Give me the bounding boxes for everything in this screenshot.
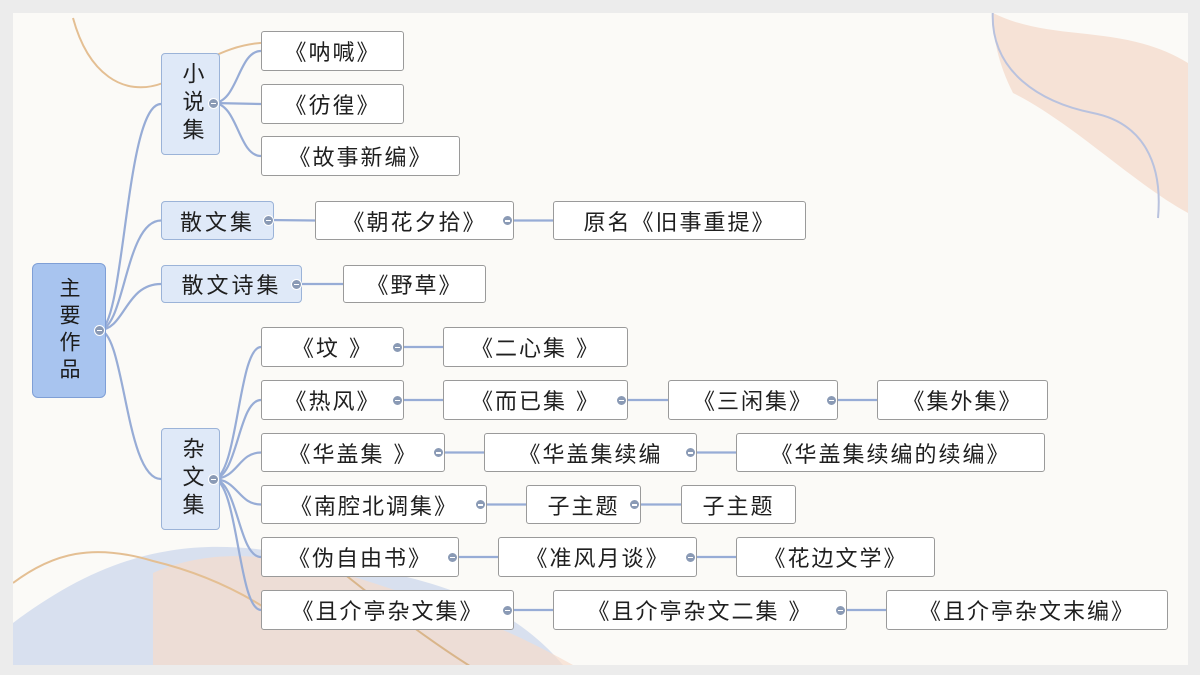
work-node-3-2-1[interactable]: 《华盖集续编 [484,433,697,472]
link-branch-fiction-row-0 [212,49,262,105]
collapse-toggle-3-2-1[interactable] [684,447,696,458]
work-node-0-2-0[interactable]: 《故事新编》 [261,136,460,176]
collapse-toggle-branch-fiction[interactable] [207,97,219,109]
collapse-toggle-branch-prose-poetry[interactable] [290,278,302,290]
work-node-3-1-2[interactable]: 《三闲集》 [668,380,838,420]
link-branch-essays-row-5 [212,477,262,612]
root-node[interactable]: 主要作品 [32,263,106,398]
collapse-toggle-3-0-0[interactable] [391,341,403,353]
collapse-toggle-branch-essays[interactable] [207,473,219,485]
link-root-branch-prose-poetry [98,282,162,332]
work-node-0-1-0[interactable]: 《彷徨》 [261,84,404,124]
work-node-3-3-2[interactable]: 子主题 [681,485,796,524]
work-node-3-4-2[interactable]: 《花边文学》 [736,537,935,577]
link-root-branch-fiction [98,102,162,332]
link-branch-prose-row-0 [267,218,316,222]
collapse-toggle-3-4-0[interactable] [446,551,458,563]
work-node-3-0-1[interactable]: 《二心集 》 [443,327,628,367]
collapse-toggle-3-4-1[interactable] [684,551,696,563]
collapse-toggle-1-0-0[interactable] [501,215,513,226]
slide-frame: 主要作品小说集《呐喊》《彷徨》《故事新编》散文集《朝花夕拾》原名《旧事重提》散文… [13,13,1188,665]
branch-essays[interactable]: 杂文集 [161,428,220,530]
work-node-3-2-0[interactable]: 《华盖集 》 [261,433,445,472]
work-node-3-4-1[interactable]: 《准风月谈》 [498,537,697,577]
branch-prose[interactable]: 散文集 [161,201,274,240]
work-node-3-5-2[interactable]: 《且介亭杂文末编》 [886,590,1168,630]
collapse-toggle-3-5-0[interactable] [501,604,513,616]
work-node-3-2-2[interactable]: 《华盖集续编的续编》 [736,433,1045,472]
collapse-toggle-3-1-2[interactable] [825,394,837,406]
work-node-3-4-0[interactable]: 《伪自由书》 [261,537,459,577]
collapse-toggle-3-1-1[interactable] [615,394,627,406]
collapse-toggle-3-3-0[interactable] [474,499,486,510]
collapse-toggle-3-2-0[interactable] [432,447,444,458]
work-node-1-0-0[interactable]: 《朝花夕拾》 [315,201,514,240]
link-branch-fiction-row-1 [212,101,262,106]
work-node-1-0-1[interactable]: 原名《旧事重提》 [553,201,806,240]
collapse-toggle-3-3-1[interactable] [628,499,640,510]
connector-lines [98,49,886,612]
collapse-toggle-3-1-0[interactable] [391,394,403,406]
link-branch-essays-row-1 [212,398,262,481]
work-node-3-5-0[interactable]: 《且介亭杂文集》 [261,590,514,630]
collapse-toggle-branch-prose[interactable] [262,214,274,226]
collapse-toggle-3-5-1[interactable] [834,604,846,616]
link-branch-essays-row-0 [212,345,262,481]
work-node-3-3-1[interactable]: 子主题 [526,485,641,524]
work-node-3-0-0[interactable]: 《坟 》 [261,327,404,367]
work-node-3-1-3[interactable]: 《集外集》 [877,380,1048,420]
work-node-2-0-0[interactable]: 《野草》 [343,265,486,303]
work-node-3-5-1[interactable]: 《且介亭杂文二集 》 [553,590,847,630]
work-node-0-0-0[interactable]: 《呐喊》 [261,31,404,71]
work-node-3-3-0[interactable]: 《南腔北调集》 [261,485,487,524]
link-branch-fiction-row-2 [212,101,262,158]
work-node-3-1-0[interactable]: 《热风》 [261,380,404,420]
branch-prose-poetry[interactable]: 散文诗集 [161,265,302,303]
root-collapse-toggle[interactable] [93,324,105,336]
work-node-3-1-1[interactable]: 《而已集 》 [443,380,628,420]
link-root-branch-essays [98,328,162,481]
link-root-branch-prose [98,219,162,332]
